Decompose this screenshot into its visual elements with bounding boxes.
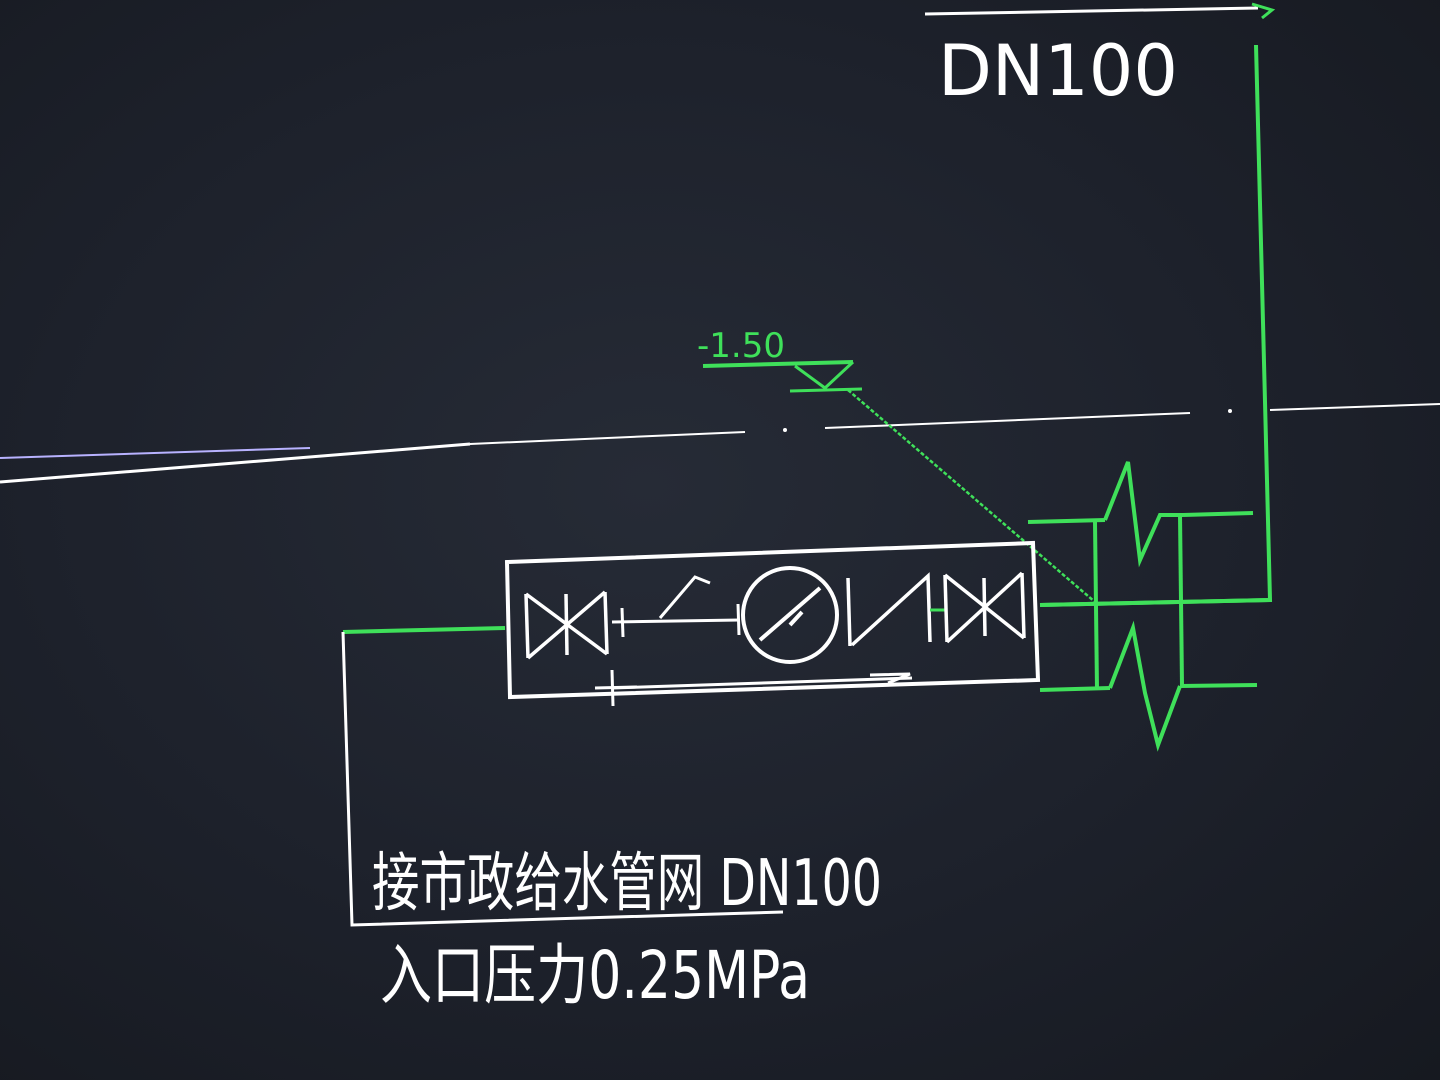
water-meter-icon [741, 566, 839, 664]
grade-line-right [824, 412, 1191, 429]
bypass-line [611, 676, 913, 690]
inlet-leader-line [341, 631, 784, 927]
check-valve-icon [846, 572, 932, 647]
tee-icon [610, 669, 615, 707]
tee-icon [594, 685, 638, 690]
grade-dot [783, 428, 787, 432]
flange-icon [736, 603, 741, 636]
elevation-leg [789, 387, 863, 393]
elevation-baseline [702, 360, 854, 368]
small-arrow-icon [869, 672, 911, 685]
gate-valve-icon [943, 571, 1026, 644]
grade-line-far-right [1269, 403, 1440, 411]
elevation-label: -1.50 [697, 326, 785, 366]
pressure-caption: 入口压力0.25MPa [380, 937, 810, 1014]
elevation-triangle-icon [794, 360, 855, 390]
pipe-segment [611, 618, 741, 624]
grade-line-mid [469, 431, 746, 445]
inlet-pipe [342, 626, 506, 634]
flange-icon [620, 607, 625, 638]
grade-dot [1228, 409, 1232, 413]
arrow-icon [1251, 2, 1276, 20]
top-pipe-leader-line [924, 6, 1259, 16]
check-valve-icon [658, 575, 711, 619]
grade-line-left [0, 442, 471, 484]
grade-line-left-tint [0, 447, 311, 459]
meter-assembly-box [504, 540, 1041, 700]
top-pipe-size-label: DN100 [938, 30, 1178, 112]
main-caption: 接市政给水管网 DN100 [372, 847, 882, 921]
elevation-leader-line [847, 389, 1096, 603]
wall-break-icon [1027, 461, 1271, 752]
gate-valve-icon [524, 590, 609, 660]
